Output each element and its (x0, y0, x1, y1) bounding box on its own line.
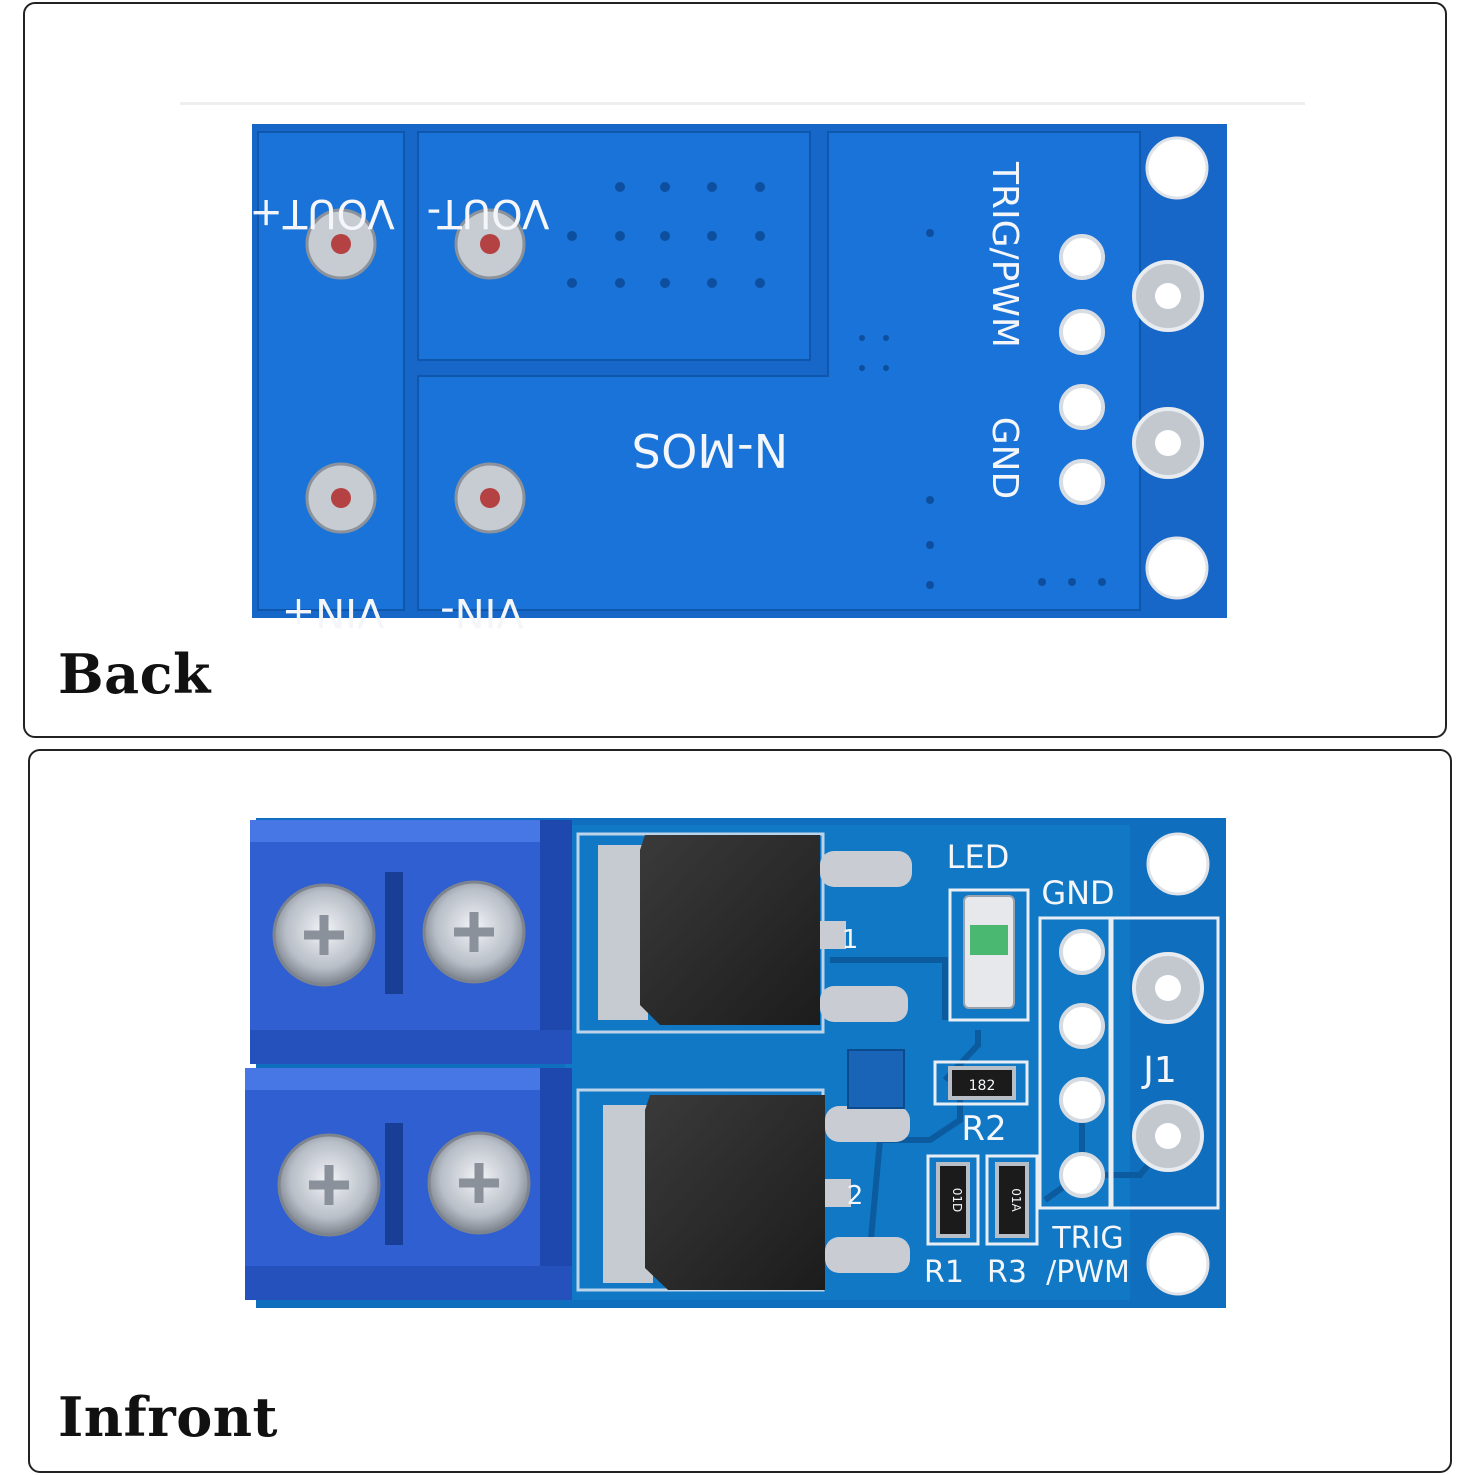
back-header-pads (1059, 136, 1209, 600)
front-board: 182 01D 01A LED GND J1 R2 R1 (245, 818, 1226, 1308)
terminal-block-top (250, 820, 572, 1064)
pwm-label: /PWM (1046, 1255, 1130, 1290)
vin-minus-label: VIN- (440, 589, 524, 635)
trig-label: TRIG (1051, 1221, 1123, 1256)
r3-code: 01A (1009, 1188, 1023, 1212)
front-header-pads (1059, 832, 1210, 1296)
terminal-block-bottom (245, 1068, 572, 1300)
back-screw-pads (305, 208, 526, 534)
mosfet-q1 (598, 835, 912, 1025)
back-board: VOUT+ VOUT- VIN+ VIN- N-MOS TRIG/PWM GND (180, 102, 1305, 635)
resistor-r2: 182 (948, 1066, 1016, 1100)
r3-label: R3 (987, 1255, 1027, 1290)
gnd-front-label: GND (1041, 874, 1114, 912)
mosfet-q2 (603, 1095, 910, 1290)
back-caption: Back (58, 642, 211, 706)
q2-label: 2 (847, 1181, 864, 1211)
r2-code: 182 (969, 1078, 996, 1094)
trig-pwm-label: TRIG/PWM (984, 161, 1025, 348)
q1-label: 1 (842, 925, 859, 955)
resistor-r3: 01A (995, 1162, 1029, 1238)
front-caption: Infront (58, 1385, 278, 1449)
r2-label: R2 (961, 1109, 1006, 1149)
r1-code: 01D (950, 1188, 964, 1213)
r1-label: R1 (924, 1255, 964, 1290)
gnd-label: GND (984, 417, 1025, 500)
n-mos-label: N-MOS (632, 423, 788, 477)
led-label: LED (947, 838, 1010, 876)
vin-plus-label: VIN+ (282, 589, 385, 635)
resistor-r1: 01D (936, 1162, 970, 1238)
vout-minus-label: VOUT- (427, 190, 550, 236)
led (963, 895, 1015, 1009)
j1-label: J1 (1141, 1050, 1177, 1091)
vout-plus-label: VOUT+ (249, 190, 394, 236)
